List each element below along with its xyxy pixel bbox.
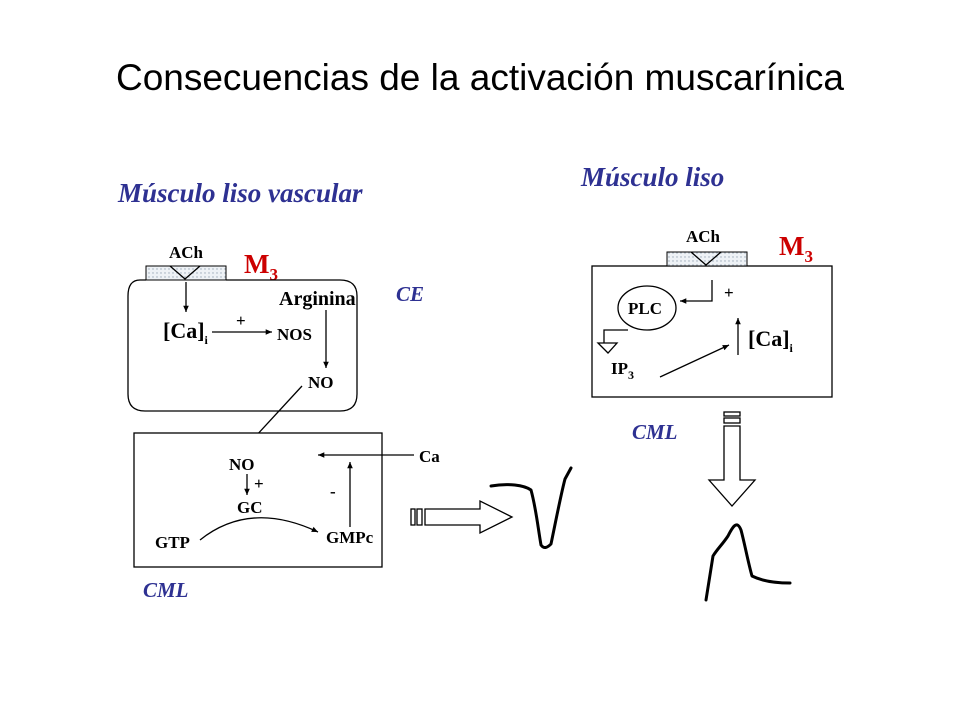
cml-no-label: NO <box>229 455 255 474</box>
gtp-to-gmpc-arrow <box>199 517 319 541</box>
nos-label: NOS <box>277 325 312 344</box>
gtp-label: GTP <box>155 533 190 552</box>
ip3-label: IP3 <box>611 359 634 382</box>
left-panel: Músculo liso vascular ACh M3 CE Arginina… <box>117 178 573 602</box>
relaxation-block-arrow-icon <box>410 499 514 535</box>
receptor-to-plc-arrow <box>680 280 713 304</box>
contraction-block-arrow-icon <box>707 411 757 507</box>
relaxation-trace <box>489 466 573 549</box>
left-agonist-label: ACh <box>169 243 204 262</box>
right-calcium-label: [Ca]i <box>748 326 794 355</box>
contraction-trace <box>704 523 792 602</box>
calcium-minus-sign: - <box>330 482 336 501</box>
plc-to-ip3-arrow-icon <box>596 329 628 354</box>
left-cml-label: CML <box>143 578 189 602</box>
ip3-to-calcium-arrow <box>659 344 730 378</box>
left-heading: Músculo liso vascular <box>117 178 363 208</box>
plc-plus-sign: + <box>724 283 734 302</box>
left-receptor-bar <box>145 265 227 281</box>
gc-label: GC <box>237 498 263 517</box>
right-cml-label: CML <box>632 420 678 444</box>
gc-plus-sign: + <box>254 474 264 493</box>
calcium-plus-sign: + <box>236 311 246 330</box>
extracellular-calcium-label: Ca <box>419 447 440 466</box>
right-agonist-label: ACh <box>686 227 721 246</box>
right-heading: Músculo liso <box>580 162 724 192</box>
no-label: NO <box>308 373 334 392</box>
plc-label: PLC <box>628 299 662 318</box>
slide-title: Consecuencias de la activación muscaríni… <box>116 57 844 98</box>
right-receptor-notch-overlay-icon <box>690 251 722 266</box>
gmpc-label: GMPc <box>326 528 374 547</box>
right-receptor-label: M3 <box>779 231 813 266</box>
endothelium-label: CE <box>396 282 424 306</box>
left-calcium-label: [Ca]i <box>163 318 209 347</box>
plc-enzyme <box>617 285 677 331</box>
right-panel: Músculo liso ACh M3 PLC + IP3 [Ca]i CML <box>580 162 833 602</box>
left-receptor-label: M3 <box>244 249 278 284</box>
endothelial-cell <box>127 279 358 412</box>
arginine-label: Arginina <box>279 288 356 310</box>
left-receptor-notch-icon <box>169 265 201 280</box>
right-receptor-bar-overlay <box>666 251 748 267</box>
